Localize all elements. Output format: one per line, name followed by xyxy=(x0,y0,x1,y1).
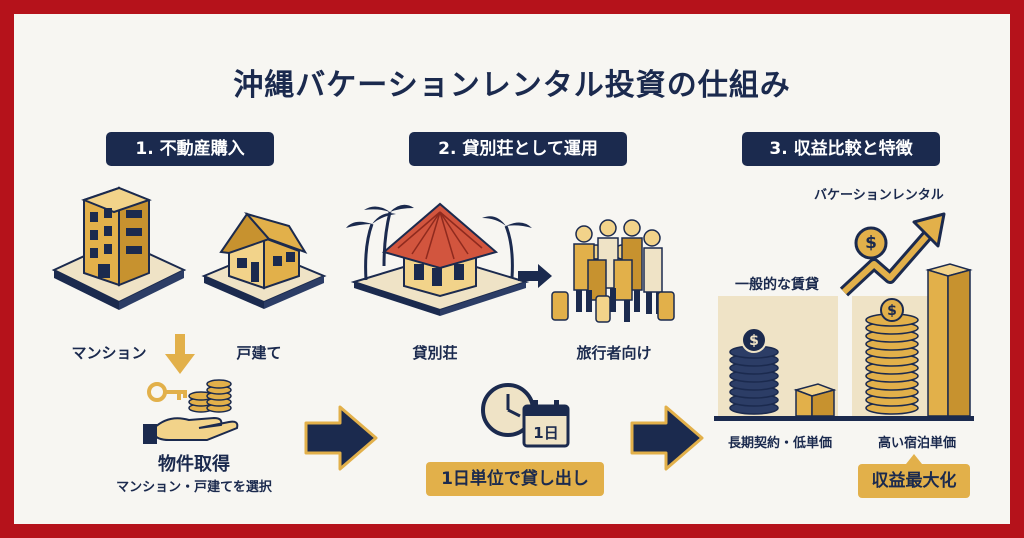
calendar-text: 1日 xyxy=(533,424,559,442)
right-caption: 高い宿泊単価 xyxy=(877,436,956,451)
general-rent-label: 一般的な賃貸 xyxy=(735,277,819,293)
travelers-icon xyxy=(551,219,675,323)
step-3-header: 3. 収益比較と特徴 xyxy=(742,132,940,166)
dollar-coin-icon xyxy=(854,226,888,260)
clock-icon xyxy=(481,383,535,437)
vacation-label: バケーションレンタル xyxy=(814,188,944,203)
page-title: 沖縄バケーションレンタル投資の仕組み xyxy=(233,68,791,103)
calendar-icon xyxy=(522,400,570,448)
step-1-header: 1. 不動産購入 xyxy=(106,132,274,166)
step-3-tag: 収益最大化 xyxy=(858,464,970,498)
growth-arrow-icon xyxy=(839,212,946,297)
acquire-title: 物件取得 xyxy=(158,454,230,475)
frame: 沖縄バケーションレンタル投資の仕組み 1. 不動産購入 2. 貸別荘として運用 … xyxy=(14,14,1010,524)
right-arrow-icon-small xyxy=(518,264,552,288)
step-2-tag: 1日単位で貸し出し xyxy=(426,462,604,496)
navy-coin-symbol: $ xyxy=(749,333,759,349)
mansion-icon xyxy=(51,186,187,310)
mansion-label: マンション xyxy=(71,344,147,362)
right-arrow-icon-1 xyxy=(304,405,378,471)
villa-icon xyxy=(346,202,532,316)
dollar-coin-symbol: $ xyxy=(865,233,877,253)
traveler-label: 旅行者向け xyxy=(576,344,652,362)
key-coin-hand-icon xyxy=(143,379,239,444)
villa-label: 貸別荘 xyxy=(412,344,458,362)
income-comparison-chart xyxy=(714,263,974,421)
left-caption: 長期契約・低単価 xyxy=(727,436,832,451)
right-arrow-icon-2 xyxy=(630,405,704,471)
house-label: 戸建て xyxy=(236,344,282,362)
house-icon xyxy=(201,212,327,309)
step-2-header: 2. 貸別荘として運用 xyxy=(409,132,627,166)
down-arrow-icon xyxy=(165,334,195,374)
gold-coin-symbol: $ xyxy=(887,303,897,319)
acquire-sub: マンション・戸建てを選択 xyxy=(116,480,272,495)
caption-pointer-icon xyxy=(906,454,922,464)
